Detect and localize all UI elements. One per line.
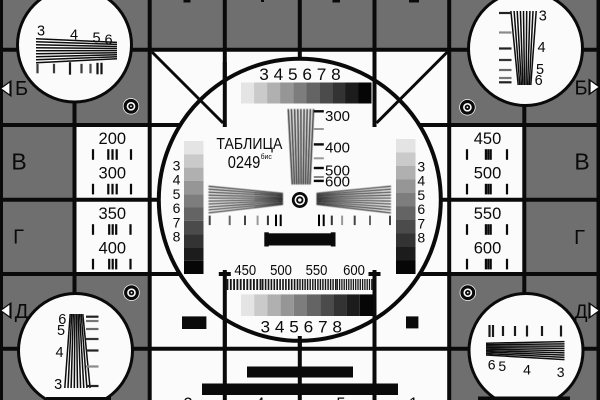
svg-text:8: 8 (173, 229, 181, 245)
svg-text:500: 500 (270, 262, 292, 279)
svg-text:4: 4 (417, 173, 425, 189)
svg-text:0249: 0249 (228, 152, 261, 172)
svg-text:6: 6 (535, 73, 543, 89)
svg-text:5: 5 (336, 395, 345, 400)
svg-text:5: 5 (417, 187, 425, 203)
svg-text:Б: Б (15, 78, 28, 100)
svg-text:7: 7 (417, 215, 425, 231)
svg-text:1: 1 (409, 395, 418, 400)
svg-text:500: 500 (325, 162, 350, 179)
svg-text:3: 3 (557, 364, 565, 380)
svg-text:ТАБЛИЦА: ТАБЛИЦА (216, 136, 282, 153)
svg-text:4: 4 (55, 345, 63, 361)
svg-text:600: 600 (474, 240, 502, 258)
svg-text:300: 300 (325, 108, 350, 125)
svg-text:Г: Г (13, 227, 24, 249)
svg-text:400: 400 (325, 139, 350, 156)
svg-text:В: В (574, 149, 589, 175)
svg-text:6: 6 (58, 312, 66, 328)
svg-text:500: 500 (474, 165, 502, 183)
svg-text:4: 4 (523, 361, 531, 377)
svg-text:550: 550 (474, 205, 502, 223)
svg-text:4: 4 (173, 172, 181, 188)
svg-text:6: 6 (417, 201, 425, 217)
svg-text:450: 450 (474, 130, 502, 148)
svg-text:Б: Б (574, 78, 587, 100)
svg-text:3 4 5 6 7 8: 3 4 5 6 7 8 (261, 317, 342, 336)
svg-text:5: 5 (92, 31, 100, 47)
svg-text:4: 4 (255, 395, 264, 400)
svg-text:300: 300 (99, 165, 127, 183)
svg-text:Д: Д (575, 302, 588, 323)
svg-text:7: 7 (173, 214, 181, 230)
svg-text:Д: Д (15, 301, 29, 323)
svg-text:3: 3 (417, 159, 425, 175)
svg-text:бис: бис (261, 152, 272, 161)
svg-text:3: 3 (37, 24, 45, 40)
svg-text:200: 200 (99, 130, 127, 148)
svg-text:4: 4 (537, 40, 545, 56)
svg-text:6: 6 (173, 200, 181, 216)
svg-text:5: 5 (57, 323, 65, 339)
svg-text:8: 8 (417, 230, 425, 246)
svg-text:4: 4 (70, 28, 78, 44)
svg-text:550: 550 (306, 262, 328, 279)
svg-text:600: 600 (325, 173, 350, 190)
svg-text:3: 3 (54, 377, 62, 393)
svg-text:3 4 5 6 7 8: 3 4 5 6 7 8 (259, 65, 340, 84)
svg-text:5: 5 (498, 358, 506, 374)
svg-text:3: 3 (539, 9, 547, 25)
svg-text:5: 5 (173, 186, 181, 202)
svg-text:Г: Г (574, 227, 585, 249)
svg-text:3: 3 (173, 158, 181, 174)
svg-text:350: 350 (99, 205, 127, 223)
svg-text:600: 600 (343, 262, 365, 279)
svg-text:2: 2 (183, 395, 192, 400)
svg-text:6: 6 (488, 357, 496, 373)
svg-text:В: В (11, 149, 26, 175)
svg-text:6: 6 (104, 33, 112, 49)
svg-text:450: 450 (234, 262, 256, 279)
svg-text:5: 5 (536, 62, 544, 78)
svg-text:400: 400 (99, 240, 127, 258)
